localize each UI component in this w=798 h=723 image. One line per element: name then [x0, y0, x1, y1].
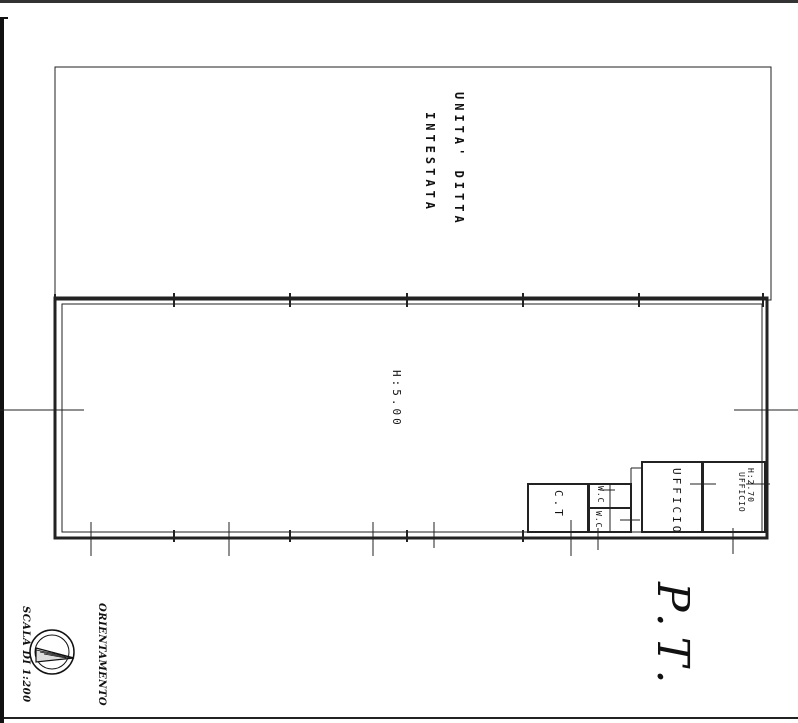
unit-label-line1: UNITA' DITTA: [452, 92, 466, 227]
frame-corner-mark: [0, 17, 8, 19]
wc1-label: W.C: [596, 486, 605, 504]
wc2-label: W.C: [594, 511, 603, 529]
office2-label: UFFICIO: [670, 468, 683, 536]
ct-label: C.T: [552, 490, 565, 519]
main-height-label: H:5.00: [390, 370, 403, 428]
north-arrow-icon: [29, 629, 75, 675]
floor-title: P.T.: [647, 582, 698, 694]
office-height-label: H:2.70: [746, 468, 755, 503]
main-hall-outer-wall: [53, 296, 769, 540]
orientation-label: ORIENTAMENTO: [96, 603, 107, 707]
scale-label: SCALA DI 1:200: [20, 606, 31, 703]
office2-room: [641, 461, 703, 533]
frame-bottom-border: [4, 717, 798, 719]
adjacent-unit-outline: [54, 66, 772, 301]
office1-room: [702, 461, 766, 533]
office1-label: UFFICIO: [737, 472, 746, 513]
main-hall-inner-wall: [61, 303, 763, 533]
unit-label-line2: INTESTATA: [423, 112, 437, 214]
frame-left-border: [0, 18, 4, 723]
ct-room: [527, 483, 589, 533]
frame-top-edge: [0, 0, 798, 3]
